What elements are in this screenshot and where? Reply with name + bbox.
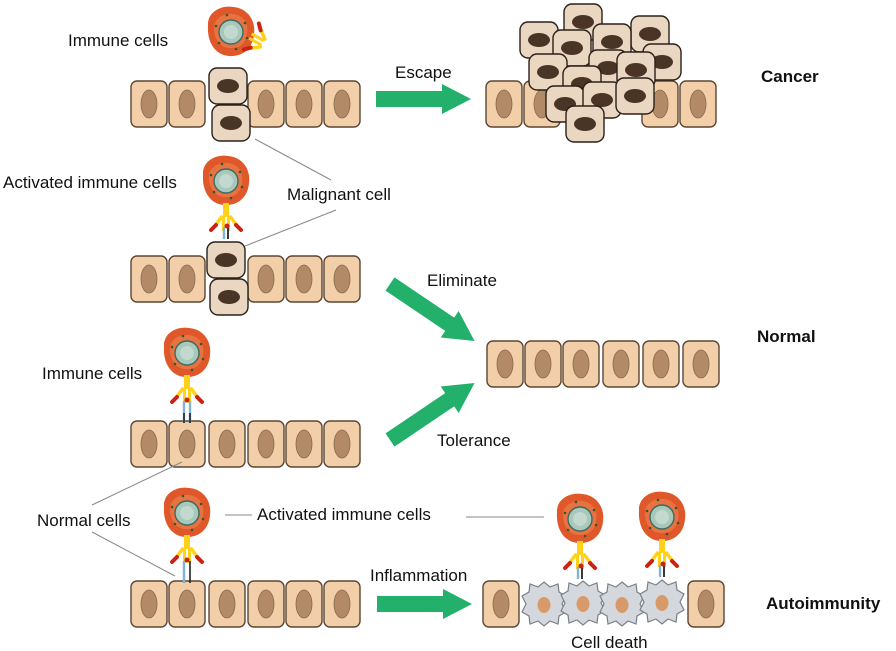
dead-cell (560, 580, 606, 626)
activated-immune-cells-label: Activated immune cells (257, 505, 431, 524)
immune-cell (163, 326, 211, 423)
normal-cell (285, 255, 323, 303)
activated-immune-cell (556, 492, 604, 581)
malignant-cell (211, 104, 251, 142)
activated-immune-cell (202, 154, 250, 241)
normal-cell (562, 340, 600, 388)
eliminate-label: Eliminate (427, 271, 497, 290)
immune-cells-label: Immune cells (68, 31, 168, 50)
tolerance-label: Tolerance (437, 431, 511, 450)
dead-cell (521, 581, 567, 627)
normal-cell (208, 580, 246, 628)
inflammation-arrow (377, 589, 472, 619)
normal-cell (130, 420, 168, 468)
malignant-cell-label: Malignant cell (287, 185, 391, 204)
dead-cell (599, 581, 645, 627)
tolerance-arrow (385, 382, 475, 447)
normal-cell (524, 340, 562, 388)
normal-cells-pointer (91, 531, 176, 577)
autoimmunity-label: Autoimmunity (766, 594, 881, 613)
normal-cell (208, 420, 246, 468)
normal-cell (682, 340, 720, 388)
malignant-cell (528, 53, 568, 91)
immune-cells-label: Immune cells (42, 364, 142, 383)
normal-cells-label: Normal cells (37, 511, 131, 530)
normal-cell (482, 580, 520, 628)
normal-cell (168, 420, 206, 468)
normal-cell (130, 580, 168, 628)
cell-death-label: Cell death (571, 633, 648, 651)
normal-cell (247, 420, 285, 468)
normal-cell (323, 255, 361, 303)
normal-cell (285, 580, 323, 628)
normal-cell (486, 340, 524, 388)
normal-cell (285, 420, 323, 468)
normal-cell (168, 580, 206, 628)
malignant-cell-pointer (244, 209, 337, 247)
normal-cell (687, 580, 725, 628)
dead-cell (639, 579, 685, 625)
normal-cell (130, 80, 168, 128)
malignant-cell (615, 77, 655, 115)
normal-cell (285, 80, 323, 128)
normal-cell (247, 255, 285, 303)
normal-cell (485, 80, 523, 128)
row-escape: Immune cells Escape Cance (68, 3, 819, 143)
row-autoimmunity: Normal cells Activated immune cells Infl… (37, 461, 881, 651)
row-tolerance: Immune cells Tolerance (42, 326, 511, 468)
row-eliminate: Activated immune cells Malignant cell El… (3, 138, 497, 342)
escape-label: Escape (395, 63, 452, 82)
tumor-mass (485, 3, 717, 143)
inflammation-label: Inflammation (370, 566, 467, 585)
activated-immune-cells-label: Activated immune cells (3, 173, 177, 192)
normal-cell (323, 420, 361, 468)
normal-cell (323, 580, 361, 628)
malignant-cell (565, 105, 605, 143)
malignant-cell (208, 67, 248, 105)
normal-cell (247, 580, 285, 628)
normal-cell (168, 80, 206, 128)
malignant-cell (209, 278, 249, 316)
normal-label: Normal (757, 327, 816, 346)
malignant-cell (519, 21, 559, 59)
activated-immune-cell (638, 490, 686, 579)
normal-cell (642, 340, 680, 388)
immune-cell (207, 5, 273, 58)
normal-cell (130, 255, 168, 303)
normal-cell (602, 340, 640, 388)
normal-cell (323, 80, 361, 128)
normal-cells-pointer (91, 461, 183, 506)
escape-arrow (376, 84, 471, 114)
malignant-cell-pointer (254, 138, 332, 181)
cancer-label: Cancer (761, 67, 819, 86)
normal-cell (679, 80, 717, 128)
normal-cell (168, 255, 206, 303)
row-normal: Normal (486, 327, 816, 388)
eliminate-arrow (385, 277, 475, 342)
activated-immune-cell (163, 486, 211, 583)
malignant-cell (206, 241, 246, 279)
normal-cell (247, 80, 285, 128)
